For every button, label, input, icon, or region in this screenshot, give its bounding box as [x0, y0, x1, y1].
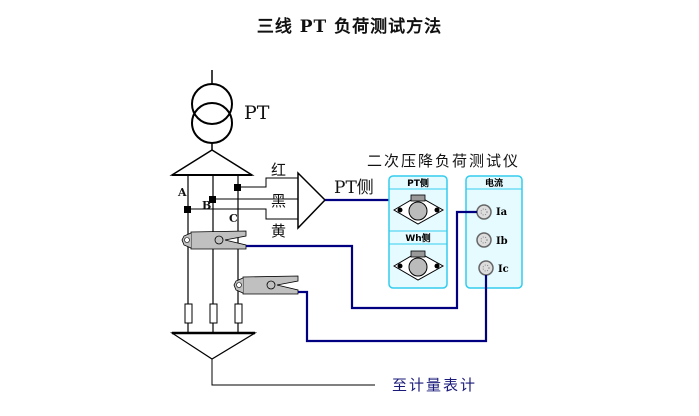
wh-connector-socket[interactable] [393, 250, 445, 281]
pt-label: PT [244, 102, 270, 124]
junction-a [184, 206, 191, 213]
to-meter-label: 至计量表计 [392, 376, 477, 394]
jack-ib-label: Ib [496, 236, 508, 247]
wire-black-label: 黑 [271, 192, 286, 210]
phase-leads [191, 177, 298, 220]
upper-wye-triangle [169, 149, 255, 176]
jack-ic-label: Ic [498, 264, 509, 275]
jack-ia[interactable] [476, 204, 492, 220]
wh-section-header: Wh侧 [405, 232, 430, 244]
wire-red-label: 红 [271, 161, 286, 179]
pt-section-header: PT侧 [407, 177, 429, 189]
jack-ia-label: Ia [496, 207, 508, 218]
to-meter-line [211, 359, 375, 386]
wire-clamp-to-ia [246, 210, 477, 310]
pt-connector-socket[interactable] [393, 194, 445, 225]
phase-c-label: C [229, 212, 238, 225]
pt-transformer-symbol [191, 70, 233, 150]
phase-a-label: A [177, 186, 187, 199]
jack-ib[interactable] [476, 232, 492, 248]
current-panel [465, 175, 523, 289]
current-clamp-upper[interactable] [181, 230, 247, 250]
lower-wye-triangle [169, 332, 258, 360]
jack-ic[interactable] [478, 260, 494, 276]
current-clamp-lower[interactable] [233, 275, 299, 295]
pt-side-label: PT侧 [334, 178, 374, 198]
current-header: 电流 [485, 177, 503, 189]
junction-c [234, 184, 241, 191]
wire-yellow-label: 黄 [271, 222, 286, 240]
fuses [184, 303, 243, 324]
instrument-title: 二次压降负荷测试仪 [367, 152, 520, 170]
phase-b-label: B [202, 199, 211, 212]
wire-clamp-to-ic [298, 275, 488, 343]
diagram-title: 三线 PT 负荷测试方法 [256, 17, 443, 37]
plug-triangle [297, 171, 327, 230]
junction-b [209, 196, 216, 203]
